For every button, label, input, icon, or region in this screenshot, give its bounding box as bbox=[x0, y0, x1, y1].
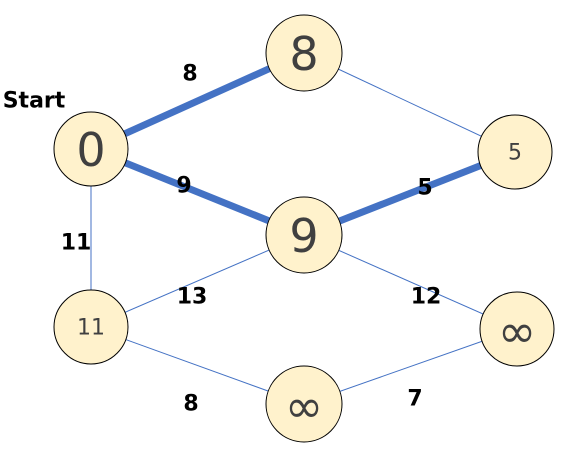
edge-weight-label: 12 bbox=[411, 285, 442, 310]
nodes-layer: 0 8 5 9 11 ∞ ∞ bbox=[53, 14, 555, 443]
node-circle bbox=[479, 291, 555, 367]
node-circle bbox=[477, 114, 553, 190]
edge-weight-label: 13 bbox=[177, 285, 208, 310]
node-value: 9 bbox=[289, 209, 318, 263]
node-circle bbox=[265, 196, 343, 274]
edge-e-d bbox=[90, 234, 305, 328]
graph-node: 0 bbox=[53, 111, 129, 187]
start-label: Start bbox=[3, 89, 66, 114]
graph-node: ∞ bbox=[479, 291, 555, 367]
node-circle bbox=[53, 111, 129, 187]
edge-weight-label: 5 bbox=[417, 176, 432, 201]
graph-node: 11 bbox=[53, 289, 129, 365]
edge-weight-label: 11 bbox=[61, 231, 92, 256]
edge-a-b bbox=[89, 49, 306, 153]
node-value: 5 bbox=[508, 141, 522, 166]
edge-labels-layer: 8 9 5 11 13 12 8 7 bbox=[61, 62, 442, 417]
node-circle bbox=[53, 289, 129, 365]
edge-weight-label: 8 bbox=[182, 62, 197, 87]
node-circle bbox=[265, 14, 343, 92]
edge-weight-label: 9 bbox=[176, 174, 191, 199]
edge-weight-label: 8 bbox=[183, 392, 198, 417]
edge-d-f bbox=[303, 234, 518, 330]
edge-weight-label: 7 bbox=[407, 387, 422, 412]
node-value: ∞ bbox=[285, 379, 323, 433]
node-value: ∞ bbox=[498, 304, 536, 358]
node-value: 8 bbox=[289, 27, 318, 81]
graph-node: 8 bbox=[265, 14, 343, 92]
graph-node: 5 bbox=[477, 114, 553, 190]
graph-node: ∞ bbox=[265, 365, 343, 443]
graph-node: 9 bbox=[265, 196, 343, 274]
node-value: 11 bbox=[77, 316, 105, 341]
node-value: 0 bbox=[76, 123, 105, 177]
node-circle bbox=[265, 365, 343, 443]
edge-b-c bbox=[303, 52, 516, 153]
